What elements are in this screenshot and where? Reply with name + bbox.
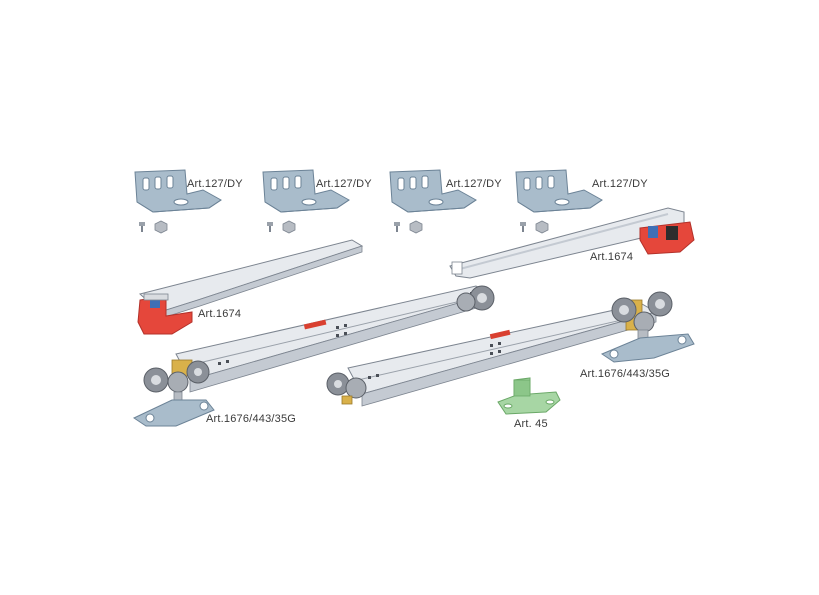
label-track-left: Art.1676/443/35G xyxy=(206,413,297,425)
label-rail-left: Art.1674 xyxy=(198,308,242,320)
nut xyxy=(282,220,296,234)
carriage-right-front xyxy=(326,372,367,405)
sliding-track-right xyxy=(326,291,695,407)
nut xyxy=(409,220,423,234)
label-bracket-1: Art.127/DY xyxy=(187,178,243,190)
carriage-left-front xyxy=(132,359,215,427)
nut xyxy=(154,220,168,234)
screw xyxy=(267,222,273,232)
label-track-right: Art.1676/443/35G xyxy=(580,368,671,380)
label-floor-guide: Art. 45 xyxy=(514,418,548,430)
top-rail-right xyxy=(449,207,695,279)
label-bracket-3: Art.127/DY xyxy=(446,178,502,190)
angle-bracket-3 xyxy=(389,169,477,234)
sliding-track-left xyxy=(132,285,495,427)
carriage-right-rear xyxy=(600,291,695,363)
nut xyxy=(535,220,549,234)
screw xyxy=(520,222,526,232)
top-rail-left xyxy=(137,239,364,335)
screw xyxy=(394,222,400,232)
floor-guide xyxy=(497,377,561,415)
red-stopper-right xyxy=(639,221,695,255)
screw xyxy=(139,222,145,232)
angle-bracket-4 xyxy=(515,169,603,234)
label-rail-right: Art.1674 xyxy=(590,251,634,263)
carriage-left-rear xyxy=(456,285,495,312)
angle-bracket-1 xyxy=(134,169,222,234)
label-bracket-2: Art.127/DY xyxy=(316,178,372,190)
label-bracket-4: Art.127/DY xyxy=(592,178,648,190)
red-stopper-left xyxy=(137,293,193,335)
angle-bracket-2 xyxy=(262,169,350,234)
